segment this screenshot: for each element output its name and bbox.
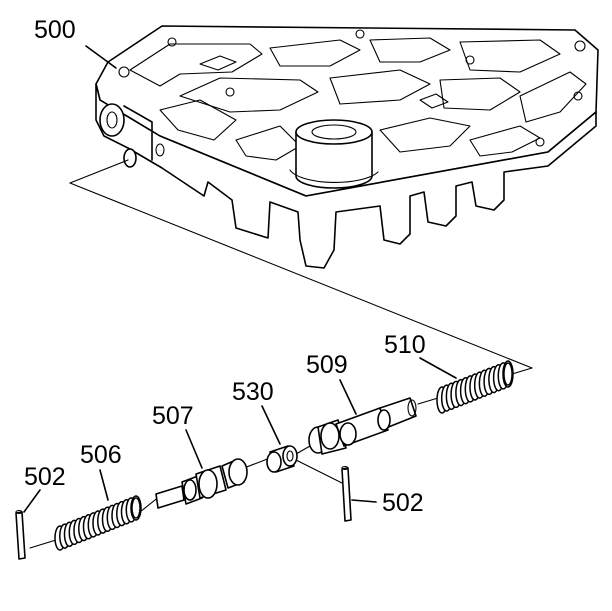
- callout-530: 530: [232, 378, 274, 406]
- callout-510: 510: [384, 331, 426, 359]
- spring-506: [54, 495, 142, 551]
- valve-530: [266, 445, 298, 473]
- valve-body: [95, 25, 599, 269]
- callout-502-right: 502: [382, 489, 424, 517]
- valve-507: [155, 458, 248, 509]
- callout-502-left: 502: [24, 463, 66, 491]
- retaining-pin-right: [341, 465, 352, 522]
- callout-509: 509: [306, 351, 348, 379]
- spring-end: [503, 362, 513, 386]
- retaining-pin-left: [15, 509, 26, 560]
- spring-end: [131, 497, 141, 519]
- assembly-lines: [29, 159, 533, 549]
- callout-506: 506: [80, 441, 122, 469]
- callout-500: 500: [34, 16, 76, 44]
- valve-509: [308, 397, 417, 455]
- callout-labels: 500 502 506 507 530 509 510 502: [23, 16, 457, 517]
- callout-507: 507: [152, 402, 194, 430]
- spring-510: [436, 360, 514, 414]
- spring-coil: [502, 360, 514, 388]
